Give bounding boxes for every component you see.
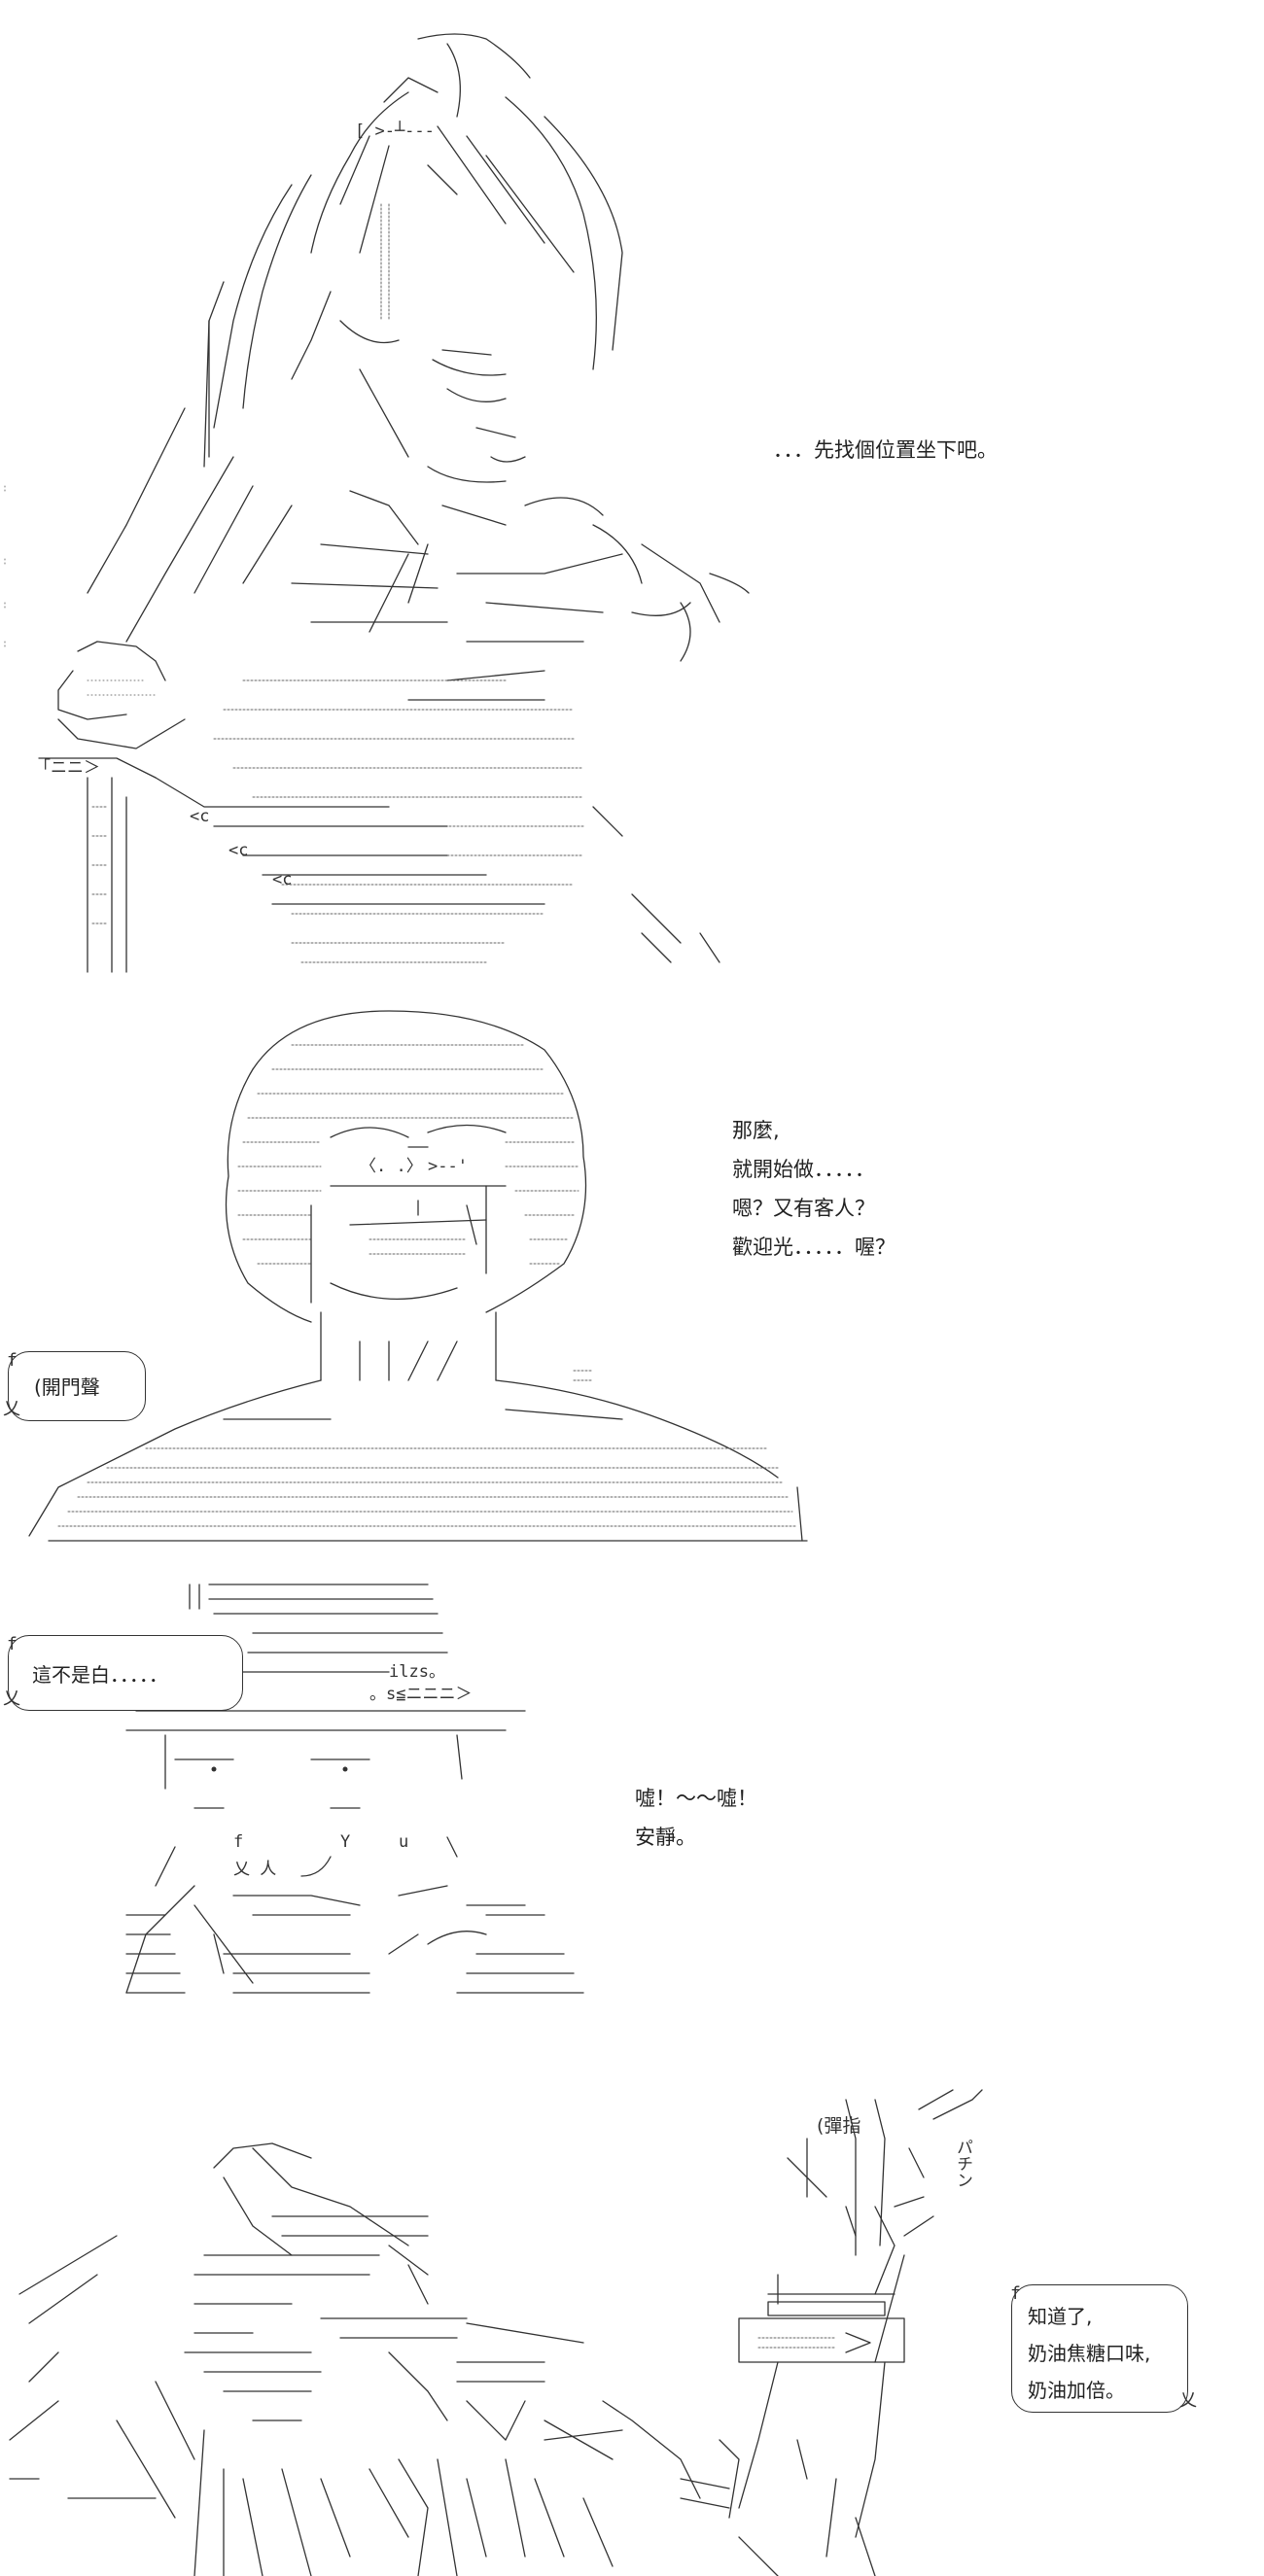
svg-text:〈. .〉: 〈. .〉 bbox=[360, 1157, 423, 1176]
panel-3-dialogue: 噓！～～噓！ 安靜。 bbox=[635, 1779, 757, 1857]
bubble-open-mark: f bbox=[1010, 2283, 1021, 2304]
bubble-close-mark: 乂 bbox=[1179, 2390, 1197, 2411]
bubble-close-mark: 乂 bbox=[3, 1688, 20, 1709]
panel-2-dialogue: 那麼, 就開始做．．．．． 嗯？又有客人？ 歡迎光．．．．．喔？ bbox=[732, 1111, 895, 1267]
svg-text:u: u bbox=[399, 1832, 408, 1852]
pachin-sfx: パチン bbox=[953, 2139, 972, 2188]
svg-text:>‐‐': >‐‐' bbox=[428, 1157, 468, 1176]
svg-text:f: f bbox=[233, 1832, 243, 1852]
bubble-open-mark: f bbox=[7, 1634, 18, 1654]
dialogue-line: ．．．先找個位置坐下吧。 bbox=[773, 438, 998, 462]
panel-3-artwork: ilzs。 。s≦ニニニ＞ f Y u 乂 人 bbox=[125, 1584, 584, 1994]
whisper-bubble: f 這不是白．．．．． 乂 bbox=[3, 1634, 243, 1711]
panel-4: (彈指 パチン f 知道了, 奶油焦糖口味, 奶油加倍。 乂 bbox=[0, 2051, 1264, 2576]
panel-1: [ >‐┴‐‐‐ bbox=[0, 0, 1264, 973]
panel-3: ilzs。 。s≦ニニニ＞ f Y u 乂 人 bbox=[0, 1565, 1264, 2032]
svg-text:<c: <c bbox=[272, 870, 292, 889]
dialogue-line: 噓！～～噓！ bbox=[635, 1787, 757, 1810]
svg-text:乂 人: 乂 人 bbox=[233, 1860, 276, 1879]
panel-4-artwork bbox=[9, 2089, 983, 2576]
panel-2-artwork: 〈. .〉 >‐‐' bbox=[28, 1010, 808, 1542]
bubble-text: (開門聲 bbox=[34, 1375, 100, 1399]
panel-1-dialogue: ．．．先找個位置坐下吧。 bbox=[773, 431, 998, 470]
finger-snap-sfx: (彈指 bbox=[817, 2115, 861, 2137]
svg-text:Y: Y bbox=[340, 1832, 350, 1852]
svg-text:。s≦ニニニ＞: 。s≦ニニニ＞ bbox=[369, 1685, 472, 1704]
bubble-line: 知道了, bbox=[1028, 2305, 1093, 2328]
panel-1-artwork: [ >‐┴‐‐‐ bbox=[4, 33, 750, 973]
dialogue-line: 歡迎光．．．．．喔？ bbox=[732, 1236, 895, 1259]
bubble-close-mark: 乂 bbox=[3, 1399, 20, 1419]
svg-text:ilzs。: ilzs。 bbox=[389, 1662, 445, 1682]
panel-2: 〈. .〉 >‐‐' 那麼, 就開始做．．．．． bbox=[0, 992, 1264, 1555]
bubble-line: 奶油加倍。 bbox=[1028, 2379, 1125, 2402]
dialogue-line: 安靜。 bbox=[635, 1826, 696, 1849]
dialogue-line: 嗯？又有客人？ bbox=[732, 1197, 875, 1220]
bubble-open-mark: f bbox=[7, 1350, 18, 1371]
door-sound-bubble: f (開門聲 乂 bbox=[3, 1350, 146, 1421]
bubble-text: 這不是白．．．．． bbox=[32, 1663, 168, 1687]
dialogue-line: 就開始做．．．．． bbox=[732, 1158, 875, 1181]
order-bubble: f 知道了, 奶油焦糖口味, 奶油加倍。 乂 bbox=[1010, 2283, 1197, 2413]
dialogue-line: 那麼, bbox=[732, 1119, 780, 1142]
bubble-line: 奶油焦糖口味, bbox=[1028, 2342, 1151, 2365]
svg-text:<c: <c bbox=[190, 807, 209, 826]
svg-text:[ >‐┴‐‐‐: [ >‐┴‐‐‐ bbox=[355, 121, 435, 141]
svg-text:<c: <c bbox=[228, 841, 248, 860]
svg-text:「ニニ＞: 「ニニ＞ bbox=[34, 758, 100, 778]
